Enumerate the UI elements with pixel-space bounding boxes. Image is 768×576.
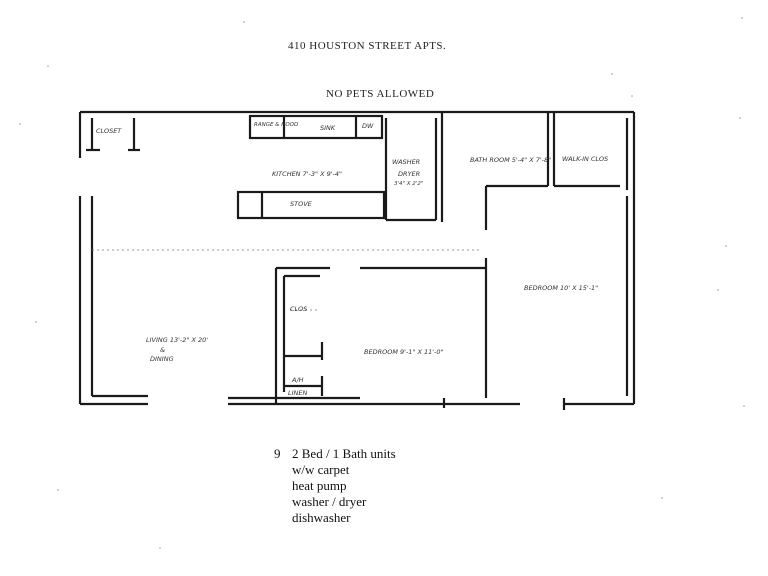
label-bath: BATH ROOM 5'-4" X 7'-8" bbox=[470, 156, 552, 164]
label-bedroom-second: BEDROOM 9'-1" X 11'-0" bbox=[364, 348, 444, 356]
feature-washer-dryer: washer / dryer bbox=[292, 494, 367, 509]
features-line-5: dishwasher bbox=[276, 510, 396, 526]
label-washer-size: 3'4" X 2'2" bbox=[394, 181, 424, 187]
label-range: RANGE & HOOD bbox=[254, 122, 299, 128]
feature-heat-pump: heat pump bbox=[292, 478, 347, 493]
label-washer: WASHER bbox=[392, 158, 421, 166]
no-pets-notice: NO PETS ALLOWED bbox=[326, 88, 435, 100]
unit-count: 9 bbox=[274, 446, 281, 461]
label-dining: DINING bbox=[150, 355, 174, 363]
label-bedroom-main: BEDROOM 10' X 15'-1" bbox=[524, 284, 599, 292]
label-closet: CLOSET bbox=[96, 127, 122, 135]
label-walkin: WALK-IN CLOS bbox=[562, 155, 609, 163]
walls bbox=[78, 110, 636, 410]
label-ah: A/H bbox=[292, 376, 304, 384]
label-ampersand: & bbox=[160, 346, 166, 354]
features-line-4: washer / dryer bbox=[276, 494, 396, 510]
label-sink: SINK bbox=[320, 124, 336, 132]
feature-bed-bath: 2 Bed / 1 Bath units bbox=[292, 446, 396, 461]
label-dw: DW bbox=[362, 122, 374, 130]
label-kitchen: KITCHEN 7'-3" X 9'-4" bbox=[272, 170, 342, 178]
features-line-1: 9 2 Bed / 1 Bath units bbox=[274, 446, 396, 462]
scan-specks bbox=[19, 17, 745, 549]
label-clos: CLOS bbox=[290, 305, 308, 313]
dashed-guides bbox=[92, 249, 480, 311]
feature-carpet: w/w carpet bbox=[292, 462, 350, 477]
label-dryer: DRYER bbox=[398, 170, 421, 178]
label-stove: STOVE bbox=[290, 200, 312, 208]
label-living: LIVING 13'-2" X 20' bbox=[146, 336, 209, 344]
page-title: 410 HOUSTON STREET APTS. bbox=[288, 40, 447, 52]
feature-dishwasher: dishwasher bbox=[292, 510, 351, 525]
label-linen: LINEN bbox=[288, 389, 308, 397]
unit-features: 9 2 Bed / 1 Bath units w/w carpet heat p… bbox=[274, 446, 396, 526]
features-line-3: heat pump bbox=[276, 478, 396, 494]
features-line-2: w/w carpet bbox=[276, 462, 396, 478]
